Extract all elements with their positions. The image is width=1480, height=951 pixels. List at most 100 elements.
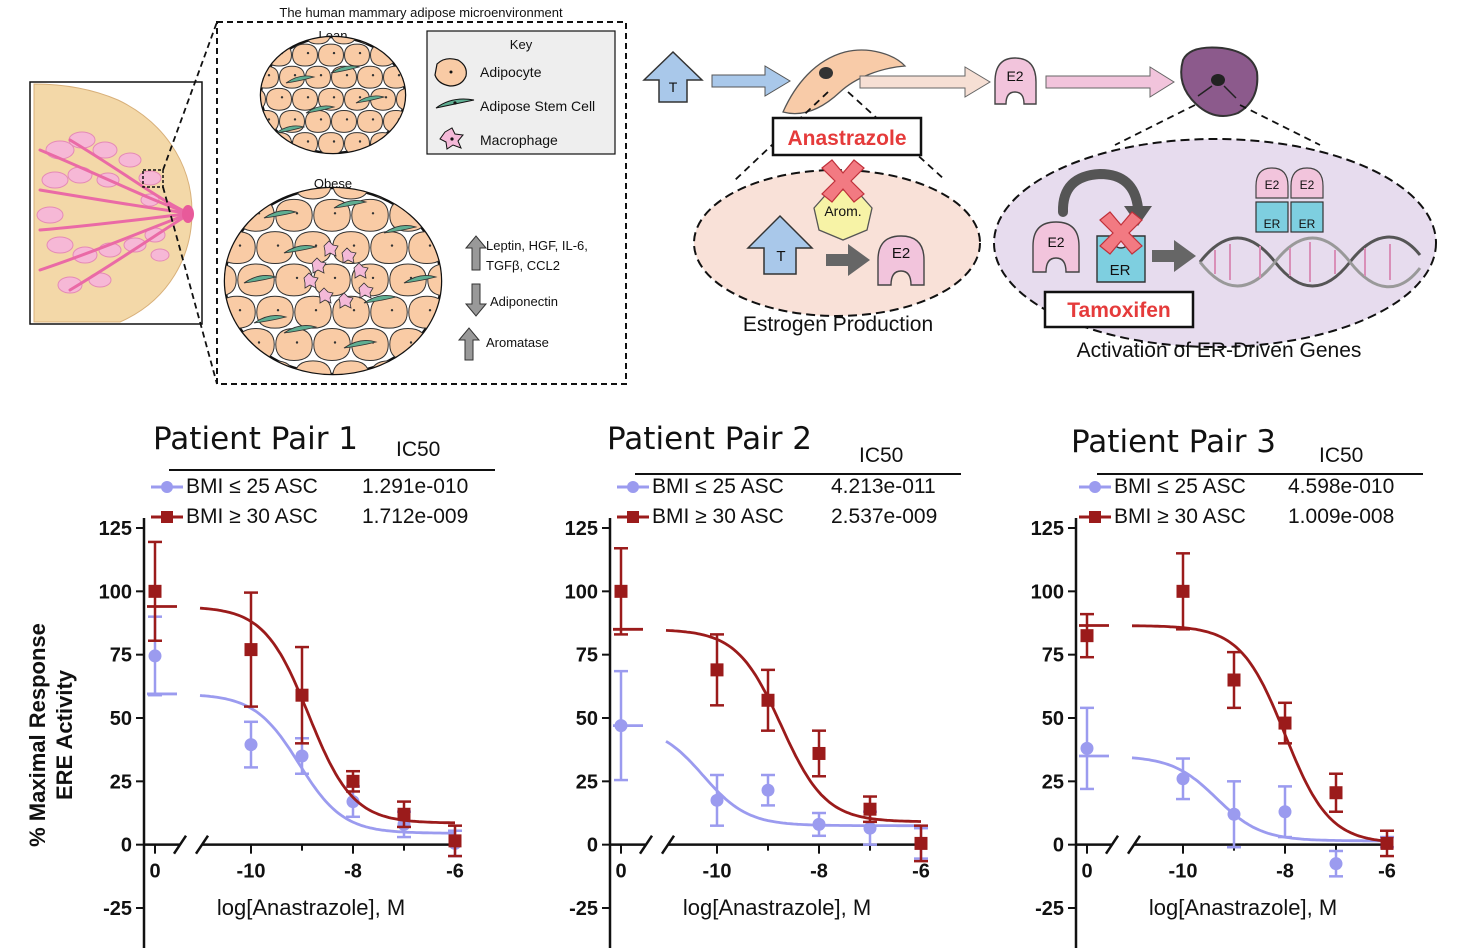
dimer-e2-label-1: E2 bbox=[1265, 178, 1280, 192]
legend-ic50-1b: 1.712e-009 bbox=[362, 505, 469, 528]
data-point-square bbox=[244, 643, 258, 657]
obese-adipocyte bbox=[225, 263, 237, 297]
obese-adipocyte-nucleus bbox=[238, 373, 242, 374]
lean-adipocyte bbox=[261, 87, 266, 111]
fit-curve-series-1 bbox=[665, 629, 921, 823]
y-tick-label: 75 bbox=[576, 645, 598, 667]
arrow-right-icon-3 bbox=[1045, 66, 1175, 98]
lean-adipocyte-nucleus bbox=[255, 96, 257, 98]
data-point-square bbox=[1329, 786, 1343, 800]
key-adipocyte: Adipocyte bbox=[480, 64, 542, 80]
data-point-circle bbox=[1080, 741, 1094, 755]
lean-adipocyte bbox=[266, 132, 292, 153]
lean-adipocyte bbox=[292, 87, 318, 111]
estrogen-pathway: T E2 bbox=[642, 46, 1259, 117]
obese-adipocyte-nucleus bbox=[390, 244, 394, 247]
lean-adipocyte bbox=[318, 43, 344, 67]
x-tick-label: -10 bbox=[237, 861, 266, 883]
lean-adipocyte-nucleus bbox=[384, 96, 388, 99]
estrogen-production-panel: Arom. T E2 Estrogen Production Anastrazo… bbox=[693, 91, 981, 336]
obese-adipocyte-nucleus bbox=[295, 212, 299, 215]
legend-label-1a: BMI ≤ 25 ASC bbox=[186, 475, 318, 498]
legend-marker-high bbox=[1089, 511, 1101, 523]
up-arrow-icon bbox=[464, 235, 488, 271]
data-point-circle bbox=[1227, 807, 1241, 821]
ic50-header-3: IC50 bbox=[1319, 444, 1364, 467]
obese-adipocyte-nucleus bbox=[352, 373, 356, 374]
obese-adipocyte bbox=[225, 295, 256, 329]
e2-er-dimer-icon: E2 E2 ER ER bbox=[1255, 167, 1324, 233]
legend-marker-low bbox=[161, 481, 173, 493]
lean-adipocyte-nucleus bbox=[371, 118, 375, 121]
key-title: Key bbox=[510, 37, 533, 52]
legend-marker-high bbox=[627, 511, 639, 523]
y-tick-label: 25 bbox=[576, 771, 598, 793]
obese-adipocyte-nucleus bbox=[467, 309, 469, 311]
lean-stem-cell bbox=[275, 125, 306, 134]
arrow-right-icon-2 bbox=[859, 66, 991, 98]
legend-marker-low bbox=[1089, 481, 1101, 493]
legend-divider-2 bbox=[635, 473, 961, 475]
y-tick-label: 25 bbox=[1042, 771, 1064, 793]
axis-break-mark bbox=[638, 834, 654, 855]
ic50-header-2: IC50 bbox=[859, 444, 904, 467]
anastrazole-label: Anastrazole bbox=[787, 127, 906, 150]
lean-adipocyte-nucleus bbox=[255, 140, 257, 142]
data-point-square bbox=[863, 802, 877, 816]
y-tick-label: 50 bbox=[1042, 708, 1064, 730]
obese-adipocyte-nucleus bbox=[391, 180, 393, 182]
legend-label-3b: BMI ≥ 30 ASC bbox=[1114, 505, 1246, 528]
up-factors-line2: TGFβ, CCL2 bbox=[486, 258, 560, 273]
obese-adipocyte bbox=[408, 188, 441, 200]
obese-adipocyte bbox=[427, 263, 441, 297]
obese-adipocyte bbox=[370, 188, 408, 200]
key-box: Key Adipocyte Adipose Stem Cell Macropha… bbox=[426, 30, 616, 155]
up-factor-aromatase: Aromatase bbox=[486, 335, 549, 350]
y-tick-label: 100 bbox=[1031, 581, 1064, 603]
obese-adipocyte-nucleus bbox=[390, 373, 394, 374]
lean-adipocyte-nucleus bbox=[306, 51, 310, 55]
estradiol-label-3: E2 bbox=[1047, 234, 1064, 250]
estradiol-label-2: E2 bbox=[892, 245, 910, 262]
data-point-square bbox=[914, 836, 928, 850]
obese-adipocyte-nucleus bbox=[276, 373, 280, 374]
estrogen-production-caption: Estrogen Production bbox=[743, 313, 933, 336]
up-factors-line1: Leptin, HGF, IL-6, bbox=[486, 238, 588, 253]
lean-adipocyte-nucleus bbox=[358, 51, 362, 55]
lean-adipocyte-nucleus bbox=[242, 74, 244, 76]
obese-adipocyte-nucleus bbox=[239, 180, 241, 182]
obese-adipocyte bbox=[408, 360, 441, 374]
lean-adipocyte bbox=[261, 65, 279, 89]
legend-ic50-1a: 1.291e-010 bbox=[362, 475, 469, 498]
obese-stem-cell bbox=[383, 225, 418, 234]
legend-label-1b: BMI ≥ 30 ASC bbox=[186, 505, 318, 528]
chart-panel-3: Patient Pair 3 IC50 BMI ≤ 25 ASC 4.598e-… bbox=[1017, 410, 1423, 950]
lean-adipocyte bbox=[357, 65, 383, 89]
lean-adipocyte bbox=[261, 37, 279, 45]
data-point-circle bbox=[1329, 857, 1343, 871]
axis-break-mark bbox=[1104, 834, 1120, 855]
lean-adipocyte-nucleus bbox=[293, 118, 297, 121]
y-tick-label: 25 bbox=[110, 771, 132, 793]
lean-adipocyte-nucleus bbox=[424, 118, 426, 120]
obese-adipocyte bbox=[370, 360, 408, 374]
y-tick-label: 0 bbox=[121, 835, 132, 857]
y-tick-label: 50 bbox=[576, 708, 598, 730]
obese-adipocyte-nucleus bbox=[257, 341, 261, 344]
x-tick-label: -6 bbox=[912, 861, 930, 883]
legend-label-3a: BMI ≤ 25 ASC bbox=[1114, 475, 1246, 498]
lean-adipocyte-nucleus bbox=[267, 118, 271, 121]
data-point-square bbox=[448, 834, 462, 848]
obese-adipocyte bbox=[225, 198, 237, 232]
legend-ic50-3b: 1.009e-008 bbox=[1288, 505, 1395, 528]
lean-adipocyte bbox=[261, 43, 266, 67]
er-label: ER bbox=[1110, 262, 1131, 279]
data-point-square bbox=[614, 584, 628, 598]
chart-panel-2: Patient Pair 2 IC50 BMI ≤ 25 ASC 4.213e-… bbox=[551, 410, 961, 950]
er-activation-caption: Activation of ER-Driven Genes bbox=[1077, 339, 1362, 362]
lean-adipocyte-nucleus bbox=[280, 140, 284, 143]
legend-marker-low bbox=[627, 481, 639, 493]
obese-adipocyte bbox=[447, 361, 483, 393]
y-tick-label: 125 bbox=[99, 518, 132, 540]
data-point-square bbox=[1380, 836, 1394, 850]
